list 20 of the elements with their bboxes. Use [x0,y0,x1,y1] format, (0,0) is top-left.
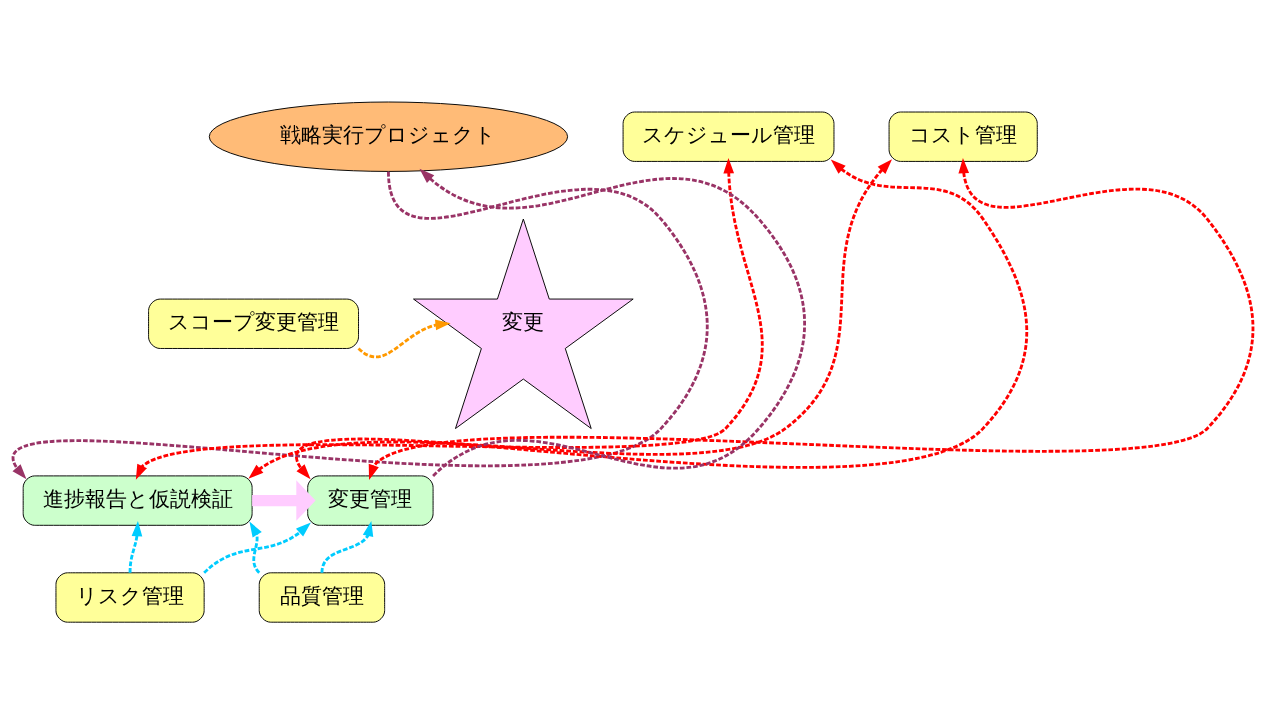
node-box: リスク管理 [55,572,205,623]
node-box: スコープ変更管理 [148,298,359,349]
node-box: コスト管理 [888,111,1038,162]
arrow [135,158,764,480]
arrow [368,158,1255,480]
arrow [419,168,806,478]
arrow [296,159,1028,480]
arrow [357,319,451,359]
node-box: 変更管理 [307,475,434,526]
node-ellipse: 戦略実行プロジェクト [208,101,569,172]
node-box: 品質管理 [258,572,386,623]
node-box: スケジュール管理 [622,111,835,162]
node-box: 進捗報告と仮説検証 [22,475,253,526]
arrow [128,521,143,573]
arrow [252,480,316,521]
arrow [248,159,893,479]
arrow [12,171,709,480]
arrow [320,521,374,573]
arrow [249,521,262,574]
arrow [203,522,311,574]
